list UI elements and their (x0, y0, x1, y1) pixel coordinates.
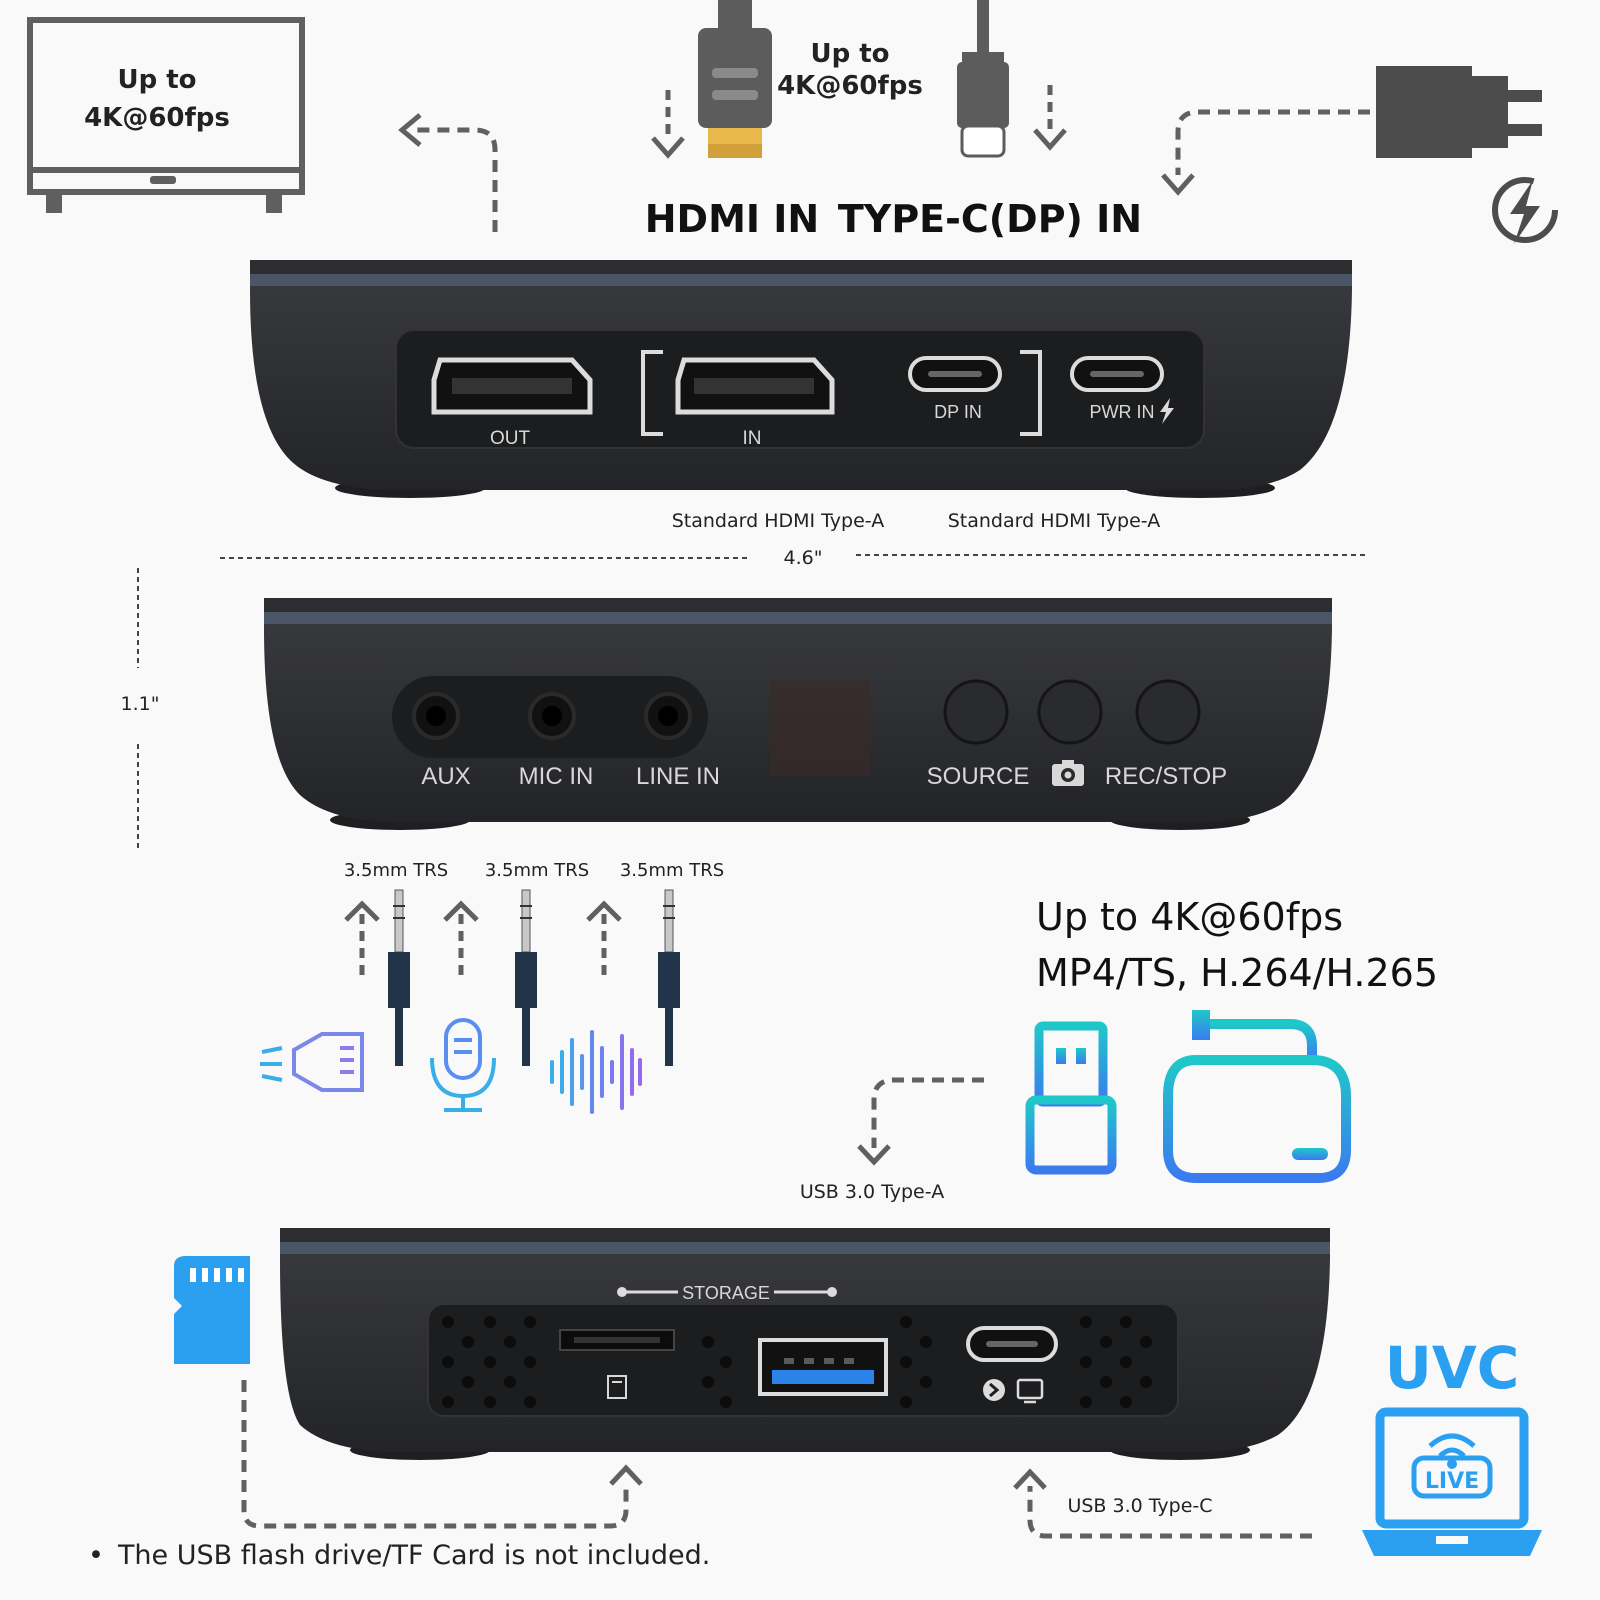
width-dimension: 4.6" (784, 547, 823, 569)
usb-c-arrow (1027, 1486, 1312, 1539)
hdmi-text-line1: Up to (810, 39, 889, 69)
hdmi-type-right: Standard HDMI Type-A (948, 510, 1161, 532)
hdmi-out-arrowhead (398, 113, 422, 147)
storage-bracket (617, 1287, 837, 1297)
external-drive-icon (1163, 1010, 1351, 1183)
dp-in-port (908, 356, 1002, 392)
hdmi-in-arrowhead (651, 136, 685, 159)
usb-flash-drive-icon (1025, 1021, 1117, 1175)
recording-line1: Up to 4K@60fps (1036, 895, 1343, 939)
power-arrowhead (1161, 173, 1195, 196)
tf-card-slot (559, 1329, 675, 1351)
usb-c-label: USB 3.0 Type-C (1067, 1495, 1212, 1517)
vent-holes-mid-left (702, 1336, 732, 1408)
usb-a-port (758, 1338, 888, 1396)
trs-plug-1 (388, 889, 410, 1066)
line-in-label: LINE IN (636, 763, 720, 790)
camera-icon (1052, 760, 1084, 786)
pwr-bolt-icon (1160, 398, 1174, 424)
usb-c-arrowhead (1013, 1468, 1047, 1490)
audio-up-arrow-1 (344, 900, 380, 976)
pwr-in-port (1070, 356, 1164, 392)
tv-text-line2: 4K@60fps (84, 103, 230, 133)
audio-up-arrow-3 (586, 900, 622, 976)
live-label: LIVE (1425, 1469, 1479, 1494)
laptop-live-icon (1362, 1407, 1542, 1556)
tf-card-icon (174, 1256, 250, 1364)
pwr-in-label: PWR IN (1090, 402, 1155, 422)
snapshot-button (1037, 679, 1103, 745)
power-arrow (1175, 109, 1370, 175)
microphone-icon (430, 1018, 496, 1112)
trs-plug-3 (658, 889, 680, 1066)
rec-stop-label: REC/STOP (1105, 763, 1227, 790)
aux-jack (412, 692, 460, 740)
rec-stop-button (1135, 679, 1201, 745)
lightning-icon (1492, 177, 1558, 244)
storage-label: STORAGE (682, 1283, 770, 1303)
hdmi-in-bracket-left (641, 350, 663, 436)
vent-holes-mid-right (900, 1316, 932, 1408)
vent-holes-right (1080, 1316, 1152, 1408)
tf-card-symbol-icon (607, 1375, 627, 1399)
audio-up-arrow-2 (443, 900, 479, 976)
tf-card-arrow (241, 1380, 629, 1529)
line-in-jack (644, 692, 692, 740)
power-adapter-icon (1376, 66, 1542, 158)
trs-label-3: 3.5mm TRS (620, 860, 724, 881)
in-port-label: IN (743, 428, 762, 449)
usb-c-port (966, 1326, 1058, 1362)
source-label: SOURCE (927, 763, 1030, 790)
hdmi-in-bracket-right (1020, 350, 1042, 436)
uvc-label: UVC (1385, 1334, 1520, 1402)
usb-c-cable-icon (957, 0, 1009, 158)
trs-label-1: 3.5mm TRS (344, 860, 448, 881)
recording-line2: MP4/TS, H.264/H.265 (1036, 951, 1438, 995)
source-button (943, 679, 1009, 745)
out-port-label: OUT (490, 428, 531, 449)
mic-in-jack (528, 692, 576, 740)
aux-label: AUX (421, 763, 470, 790)
height-dimension: 1.1" (121, 693, 160, 715)
usb-a-arrow (871, 1077, 984, 1148)
trs-plug-2 (515, 889, 537, 1066)
hdmi-cable-icon (698, 0, 772, 158)
hdmi-text-line2: 4K@60fps (777, 71, 923, 101)
pc-output-icon (983, 1378, 1044, 1404)
soundwave-icon (550, 1030, 642, 1114)
vent-holes-left (442, 1316, 536, 1408)
hdmi-out-arrow (410, 127, 498, 232)
tv-text-line1: Up to (117, 65, 196, 95)
tf-card-arrowhead (609, 1464, 643, 1486)
usb-a-arrowhead (857, 1144, 891, 1166)
trs-label-2: 3.5mm TRS (485, 860, 589, 881)
hdmi-type-left: Standard HDMI Type-A (672, 510, 885, 532)
tv-icon (27, 17, 305, 213)
hdmi-in-port (675, 357, 835, 415)
dp-in-label: DP IN (934, 402, 982, 422)
hdmi-in-heading: HDMI IN (645, 197, 819, 241)
typec-in-arrowhead (1033, 128, 1067, 151)
typec-in-heading: TYPE-C(DP) IN (838, 197, 1142, 241)
speaker-icon (260, 1032, 364, 1092)
mic-in-label: MIC IN (519, 763, 594, 790)
footnote: The USB flash drive/TF Card is not inclu… (88, 1540, 710, 1571)
hdmi-out-port (431, 357, 593, 415)
usb-a-label: USB 3.0 Type-A (800, 1181, 944, 1203)
